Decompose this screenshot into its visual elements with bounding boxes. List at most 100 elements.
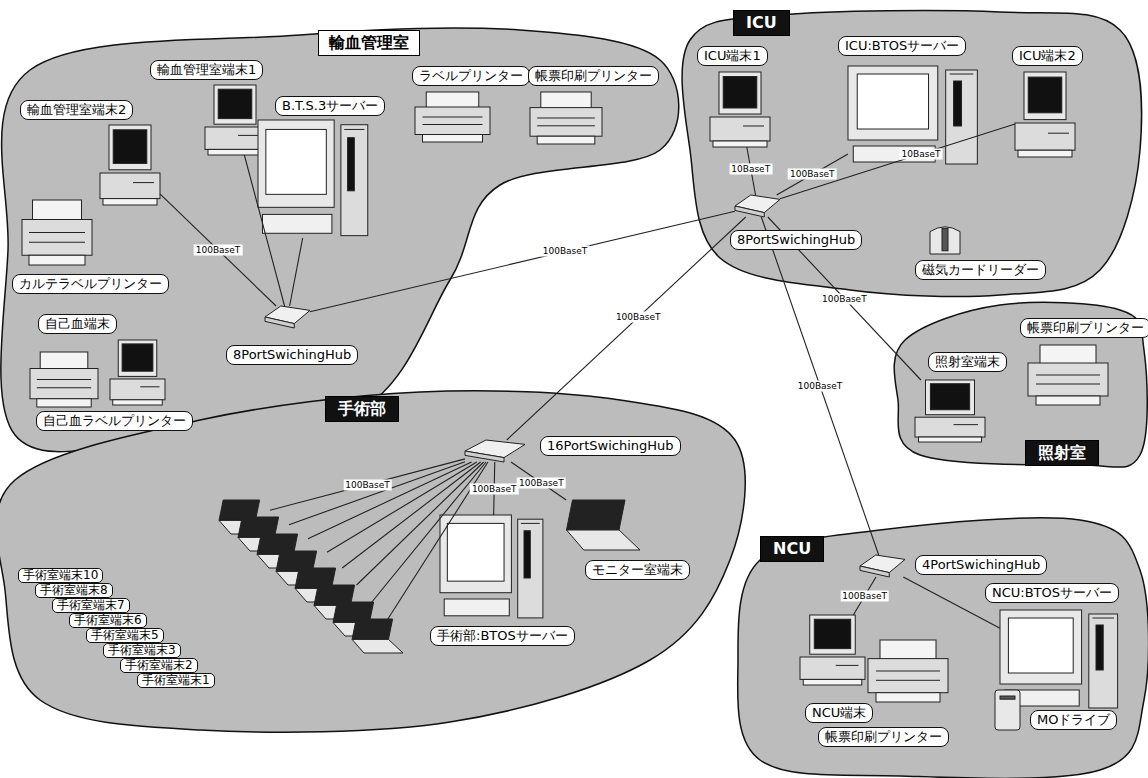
- cable-label: 100BaseT: [194, 244, 243, 255]
- server-part: [262, 214, 331, 233]
- cable-label: 100BaseT: [343, 479, 392, 490]
- pc-part: [743, 126, 764, 127]
- cable-label: 100BaseT: [541, 246, 590, 257]
- server-part: [344, 129, 364, 130]
- device-node: 帳票印刷プリンター: [530, 92, 602, 144]
- pc-part: [915, 417, 985, 437]
- pc-part: [140, 386, 159, 387]
- callout-label: 手術室端末1: [137, 673, 215, 688]
- pc-part: [1018, 150, 1072, 157]
- pc-part: [133, 182, 154, 183]
- pc-part: [810, 615, 856, 654]
- device-node: 輸血管理室端末1: [205, 85, 265, 155]
- pc-icon: [710, 72, 770, 147]
- room-heading: 輸血管理室: [318, 30, 420, 56]
- callout-label: ラベルプリンター: [412, 66, 530, 86]
- callout-label: 輸血管理室端末1: [150, 60, 263, 80]
- callout-label: 輸血管理室端末2: [20, 100, 133, 120]
- pc-icon: [205, 85, 265, 155]
- pc-part: [214, 85, 256, 124]
- callout-label: 4PortSwichingHub: [915, 555, 1047, 575]
- device-node: 手術室端末1: [351, 619, 403, 653]
- callout-label: 手術室端末7: [52, 598, 130, 613]
- printer-part: [30, 369, 98, 399]
- device-node: 8PortSwichingHub: [265, 306, 310, 328]
- server-part: [258, 120, 334, 207]
- pc-part: [218, 89, 252, 118]
- pc-part: [238, 135, 259, 136]
- pc-icon: [110, 340, 165, 405]
- device-node: ラベルプリンター: [415, 92, 490, 142]
- callout-label: 手術室端末8: [35, 583, 113, 598]
- region-shape: [682, 11, 1141, 297]
- pc-icon: [1015, 72, 1075, 157]
- callout-label: 照射室端末: [928, 352, 1007, 372]
- printer-part: [868, 659, 948, 693]
- server-part: [518, 519, 543, 618]
- callout-label: ICU端末2: [1012, 46, 1083, 66]
- callout-label: 手術室端末10: [18, 568, 103, 583]
- hub-part: [735, 206, 764, 217]
- device-node: 照射室端末: [915, 380, 985, 442]
- cable-label: 100BaseT: [517, 477, 566, 488]
- printer-part: [1036, 396, 1100, 405]
- network-cable: [342, 462, 480, 568]
- printer-part: [1036, 384, 1100, 385]
- printer-part: [876, 693, 940, 702]
- printer-icon: [530, 92, 602, 144]
- pc-icon: [800, 615, 865, 685]
- callout-label: NCU:BTOSサーバー: [985, 583, 1119, 603]
- region-shape: [0, 391, 745, 732]
- device-node: 8PortSwichingHub: [735, 195, 780, 217]
- pc-part: [713, 141, 767, 147]
- pc-part: [814, 619, 850, 648]
- hub-icon: [265, 306, 310, 328]
- server-icon: [440, 515, 545, 620]
- callout-label: 手術部:BTOSサーバー: [430, 626, 575, 646]
- pc-part: [110, 379, 165, 400]
- cable-label: 10BaseT: [900, 148, 943, 159]
- printer-part: [29, 255, 85, 265]
- printer-part: [415, 107, 490, 135]
- network-cable: [308, 462, 472, 539]
- network-cable: [244, 155, 284, 306]
- server-part: [946, 70, 978, 164]
- pc-part: [1048, 133, 1069, 134]
- callout-label: 手術室端末5: [86, 628, 164, 643]
- room-region: 手術部16PortSwichingHub手術室端末10手術室端末8手術室端末7手…: [3, 385, 740, 735]
- callout-label: 手術室端末2: [120, 658, 198, 673]
- laptop-icon: [565, 500, 640, 550]
- server-part: [1089, 614, 1118, 708]
- server-part: [524, 531, 530, 578]
- network-cable: [327, 462, 477, 552]
- room-heading: 手術部: [325, 396, 399, 422]
- printer-part: [1036, 375, 1100, 376]
- server-part: [348, 138, 355, 191]
- pc-part: [930, 384, 969, 410]
- callout-label: 手術室端末6: [69, 613, 147, 628]
- region-shape: [738, 518, 1148, 778]
- cable-label: 100BaseT: [820, 293, 869, 304]
- printer-part: [537, 125, 595, 126]
- pc-part: [954, 424, 979, 425]
- cable-label: 100BaseT: [788, 169, 837, 180]
- printer-part: [37, 379, 91, 380]
- device-node: 16PortSwichingHub: [465, 440, 525, 462]
- device-node: ICU端末1: [710, 72, 770, 147]
- pc-part: [122, 344, 153, 371]
- pc-part: [118, 340, 157, 376]
- network-cable: [310, 211, 735, 311]
- device-node: 4PortSwichingHub: [860, 555, 905, 577]
- laptop-part: [567, 530, 641, 550]
- printer-part: [37, 399, 91, 407]
- mo-icon: [995, 690, 1020, 730]
- network-cable: [511, 462, 566, 500]
- callout-label: MOドライブ: [1030, 710, 1117, 730]
- region-outline: [5, 25, 665, 445]
- room-region: 照射室帳票印刷プリンター照射室端末: [895, 300, 1147, 470]
- callout-label: 帳票印刷プリンター: [818, 727, 949, 747]
- reader-part: [942, 228, 948, 250]
- hub-icon: [465, 440, 525, 462]
- printer-icon: [868, 640, 948, 702]
- server-part: [1008, 618, 1073, 673]
